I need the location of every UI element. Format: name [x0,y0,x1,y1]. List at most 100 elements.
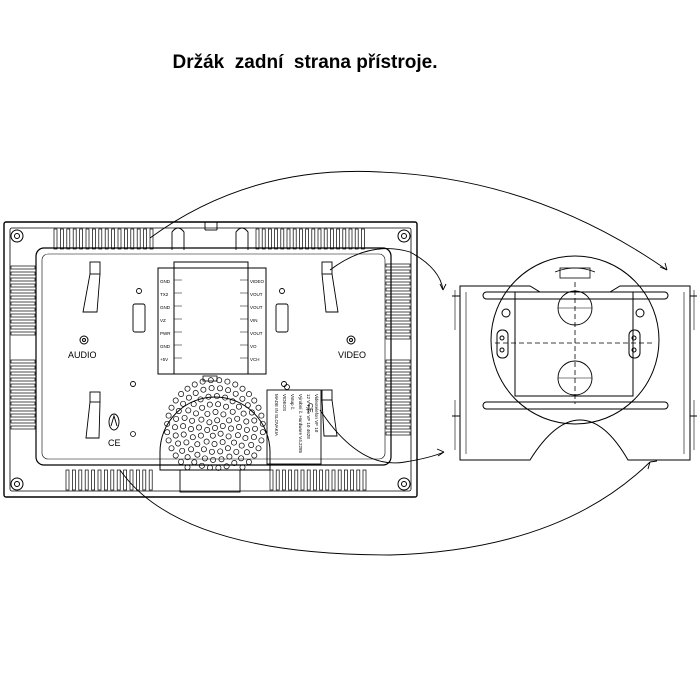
grille-hole [172,432,179,439]
grille-hole [193,410,199,417]
video-label: VIDEO [338,350,366,360]
vent-slot [350,469,354,491]
vent-slot [275,469,280,491]
vent-slot [385,371,411,376]
grille-hole [226,453,233,460]
mounting-screw-icon [10,477,24,491]
terminal-label: VIN [250,318,258,323]
grille-hole [248,442,255,448]
mount-slots [130,288,289,387]
rating-plate-line: VIDEOS [282,394,287,411]
terminal-label: VIDEO [250,279,265,284]
grille-hole [197,432,204,439]
vent-slot [98,228,103,250]
grille-hole [205,393,212,400]
vent-slot [10,389,36,394]
vent-slot [143,228,147,250]
vent-slot [385,317,411,322]
grille-hole [239,464,246,471]
vent-slot [10,365,36,370]
grille-hole [194,451,201,458]
vent-slot [282,469,286,491]
vent-slot [385,425,411,430]
vent-slot [385,407,411,412]
grille-hole [198,416,205,423]
vent-slot [104,228,109,250]
vent-slot [385,287,411,292]
mounting-screw-icon [10,229,24,243]
device-inner-frame [9,227,412,492]
vent-slot [66,228,71,250]
rating-plate-line: 12 V Type VF 10 4628 [306,394,311,439]
rating-plate-line: Výrobní č. Hardware V4.2285 [298,394,303,454]
vent-slot [286,228,291,250]
mounting-screw-icon [397,229,411,243]
vent-slot [10,277,36,282]
grille-hole [258,437,265,444]
terminal-label: GND [160,305,171,310]
grille-hole [250,434,257,441]
vent-slot [362,469,367,491]
recycle-icon [108,413,120,431]
grille-hole [215,401,222,408]
vent-slot [311,228,316,250]
grille-hole [189,417,196,424]
grille-hole [191,459,198,466]
vent-slot [10,295,36,300]
video-pot[interactable] [346,335,356,345]
grille-hole [259,420,266,427]
grille-hole [235,403,242,410]
vent-slot [261,228,266,250]
vent-slot [385,377,411,382]
terminal-label: GND [160,279,171,284]
vent-slot [385,335,411,340]
vent-slot [10,307,36,312]
vent-slot [385,401,411,406]
terminal-label: +5V [160,357,168,362]
vent-slot [268,228,272,250]
grille-hole [228,425,234,432]
vent-slot [10,289,36,294]
grille-hole [200,386,207,393]
grille-hole [210,456,217,463]
grille-hole [240,410,247,417]
grille-hole [188,426,194,432]
grille-hole [203,438,210,445]
grille-hole [239,395,246,402]
grille-hole [209,432,216,439]
grille-hole [180,431,187,438]
grille-hole [217,448,224,455]
mounting-screw-icon [397,477,411,491]
vent-slot [356,469,361,491]
grille-hole [255,404,262,411]
grille-hole [224,445,231,452]
grille-hole [175,440,182,447]
vent-slot [337,469,342,491]
grille-hole [226,417,233,424]
grille-hole [238,455,245,462]
vent-slot [331,469,336,491]
vent-slot [385,323,411,328]
vent-slot [10,325,36,330]
page-title: Držák zadní strana přístroje. [172,52,438,73]
vent-slot [10,265,36,270]
vent-slot [385,389,411,394]
grille-hole [192,390,199,396]
grille-hole [201,455,208,462]
vent-slot [10,383,36,388]
vent-slot [317,228,322,250]
terminal-label: VOUT [250,331,263,336]
grille-hole [233,448,240,455]
mounting-screw-icon [284,384,290,390]
grille-hole [191,381,198,388]
audio-pot[interactable] [79,335,89,345]
grille-hole [220,411,227,418]
vent-slot [10,371,36,376]
grille-hole [208,448,215,455]
vent-slot [385,395,411,400]
grille-hole [206,401,213,408]
grille-hole [217,385,223,392]
grille-hole [200,446,207,453]
vent-slot [130,228,135,250]
